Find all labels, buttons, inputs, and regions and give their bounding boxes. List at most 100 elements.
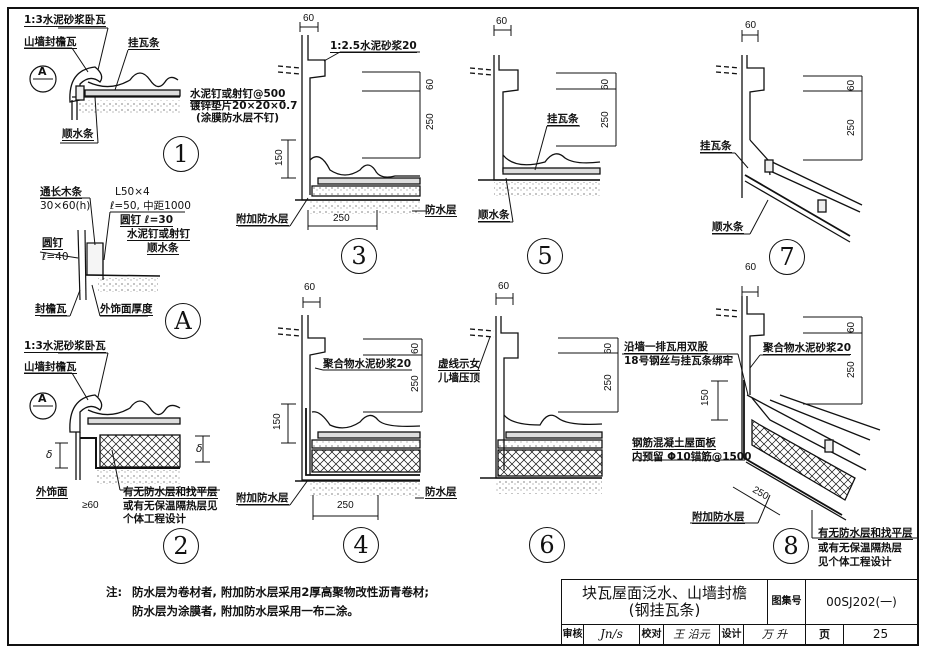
detail-6-drawing bbox=[469, 316, 603, 494]
notes-prefix: 注: bbox=[106, 585, 123, 599]
label-da-nail-40-length: ℓ=40 bbox=[42, 251, 69, 263]
label-d3-mortar: 1:2.5水泥砂浆20 bbox=[330, 40, 417, 53]
dim-d8-v: 150 bbox=[700, 389, 711, 406]
label-da-cement-nail: 水泥钉或射钉 bbox=[127, 228, 190, 241]
detail-number-8: 8 bbox=[773, 528, 809, 564]
label-d4-waterproof: 防水层 bbox=[425, 486, 457, 499]
label-d8-note-1: 有无防水层和找平层 bbox=[818, 527, 913, 540]
dim-d5-top: 60 bbox=[496, 16, 508, 27]
label-d8-mortar: 聚合物水泥砂浆20 bbox=[763, 342, 852, 355]
detail-marker-a: A bbox=[165, 303, 201, 339]
label-d8-note-3: 见个体工程设计 bbox=[818, 556, 892, 568]
label-d2-note-1: 有无防水层和找平层 bbox=[123, 486, 218, 499]
label-d5-batten: 挂瓦条 bbox=[547, 113, 579, 126]
check-signature: 王 沿元 bbox=[664, 625, 720, 644]
label-da-wood-size: 30×60(h) bbox=[40, 200, 91, 212]
detail-a-drawing bbox=[77, 229, 161, 301]
label-d3-waterproof: 防水层 bbox=[425, 204, 457, 217]
label-d1-mortar: 1:3水泥砂浆卧瓦 bbox=[24, 14, 106, 27]
label-d7-batten: 挂瓦条 bbox=[700, 140, 732, 153]
label-da-angle-spacing: ℓ=50, 中距1000 bbox=[110, 200, 191, 212]
design-signature: 万 升 bbox=[744, 625, 806, 644]
dim-d8-h1: 60 bbox=[846, 321, 857, 333]
label-d2-delta-right: δ bbox=[196, 443, 203, 455]
sheet-border bbox=[7, 7, 919, 646]
label-d2-note-3: 个体工程设计 bbox=[123, 513, 186, 525]
dim-d3-h1: 60 bbox=[425, 78, 436, 90]
atlas-number-label: 图集号 bbox=[768, 580, 806, 625]
label-d8-slab-1: 钢筋混凝土屋面板 bbox=[632, 437, 716, 450]
dim-d7-h1: 60 bbox=[846, 79, 857, 91]
ref-marker-a-d1: A bbox=[38, 65, 47, 78]
notes-line-2: 防水层为涂膜者, 附加防水层采用一布二涂。 bbox=[132, 604, 359, 618]
dim-d4-h2: 250 bbox=[410, 375, 421, 392]
dim-d7-top: 60 bbox=[745, 20, 757, 31]
label-da-finish-thickness: 外饰面厚度 bbox=[100, 303, 153, 316]
label-d2-note-2: 或有无保温隔热层见 bbox=[123, 500, 218, 512]
label-d1-gable-tile: 山墙封檐瓦 bbox=[24, 36, 77, 49]
drawing-title: 块瓦屋面泛水、山墙封檐 bbox=[581, 584, 747, 602]
title-block: 块瓦屋面泛水、山墙封檐 (钢挂瓦条) 图集号 00SJ202(一) 审核 Jn/… bbox=[561, 579, 918, 645]
label-d2-delta-left: δ bbox=[46, 449, 53, 461]
detail-number-7: 7 bbox=[769, 239, 805, 275]
dim-d5-h1: 60 bbox=[600, 78, 611, 90]
detail-number-1: 1 bbox=[163, 136, 199, 172]
detail-number-4: 4 bbox=[343, 527, 379, 563]
label-da-eave-tile: 封檐瓦 bbox=[35, 303, 67, 316]
detail-2-drawing bbox=[69, 394, 181, 484]
label-da-nail-30: 圆钉 ℓ=30 bbox=[120, 214, 174, 227]
label-da-counter-batten: 顺水条 bbox=[147, 242, 179, 255]
label-d4-additional-waterproof: 附加防水层 bbox=[236, 492, 289, 505]
dim-d4-top: 60 bbox=[304, 282, 316, 293]
dim-d6-top: 60 bbox=[498, 281, 510, 292]
drawing-subtitle: (钢挂瓦条) bbox=[628, 601, 701, 619]
page-number: 25 bbox=[872, 627, 889, 641]
label-d3-additional-waterproof: 附加防水层 bbox=[236, 213, 289, 226]
detail-number-6: 6 bbox=[529, 527, 565, 563]
label-da-wood-strip: 通长木条 bbox=[40, 186, 82, 199]
label-d7-counter-batten: 顺水条 bbox=[712, 221, 744, 234]
label-d8-slab-2: 内预留 Φ10锚筋@1500 bbox=[632, 451, 752, 463]
detail-7-drawing bbox=[715, 55, 863, 243]
label-d2-min-dim: ≥60 bbox=[82, 500, 99, 511]
dim-d5-h2: 250 bbox=[600, 111, 611, 128]
atlas-number: 00SJ202(一) bbox=[806, 580, 917, 625]
design-label: 设计 bbox=[720, 625, 744, 644]
label-d2-gable-tile: 山墙封檐瓦 bbox=[24, 361, 77, 374]
dim-d4-v: 150 bbox=[272, 413, 283, 430]
label-d3-nail-1: 水泥钉或射钉@500 bbox=[190, 88, 286, 101]
dim-d6-h1: 60 bbox=[603, 342, 614, 354]
label-d5-counter-batten: 顺水条 bbox=[478, 209, 510, 222]
detail-3-drawing bbox=[277, 35, 421, 214]
label-d8-additional-waterproof: 附加防水层 bbox=[692, 511, 745, 524]
page-label: 页 bbox=[806, 625, 844, 644]
dim-d3-b: 250 bbox=[333, 213, 350, 224]
detail-4-drawing bbox=[277, 315, 421, 496]
label-d2-mortar: 1:3水泥砂浆卧瓦 bbox=[24, 340, 106, 353]
detail-number-2: 2 bbox=[163, 528, 199, 564]
label-d8-wire-2: 18号钢丝与挂瓦条绑牢 bbox=[624, 355, 734, 367]
detail-1-drawing bbox=[69, 66, 181, 120]
ref-marker-a-d2: A bbox=[38, 392, 47, 405]
label-d1-batten: 挂瓦条 bbox=[128, 37, 160, 50]
notes-line-1: 防水层为卷材者, 附加防水层采用2厚高聚物改性沥青卷材; bbox=[132, 585, 429, 599]
review-label: 审核 bbox=[562, 625, 584, 644]
title-cell: 块瓦屋面泛水、山墙封檐 (钢挂瓦条) bbox=[562, 580, 768, 625]
label-da-angle: L50×4 bbox=[115, 186, 150, 198]
review-signature: Jn/s bbox=[584, 625, 640, 644]
detail-number-3: 3 bbox=[341, 238, 377, 274]
detail-number-5: 5 bbox=[527, 238, 563, 274]
dim-d4-h1: 60 bbox=[410, 342, 421, 354]
label-d6-dashed-2: 儿墙压顶 bbox=[438, 372, 480, 384]
label-d3-nail-2: 镀锌垫片20×20×0.7 bbox=[190, 100, 298, 112]
label-d3-nail-3: (涂膜防水层不钉) bbox=[196, 112, 280, 124]
dim-d3-v: 150 bbox=[274, 149, 285, 166]
dim-d8-h2: 250 bbox=[846, 361, 857, 378]
label-d6-dashed-1: 虚线示女 bbox=[438, 358, 480, 371]
detail-5-drawing bbox=[469, 55, 601, 196]
label-d8-note-2: 或有无保温隔热层 bbox=[818, 542, 902, 554]
detail-8-drawing bbox=[715, 296, 881, 521]
label-da-nail-40: 圆钉 bbox=[42, 237, 63, 250]
